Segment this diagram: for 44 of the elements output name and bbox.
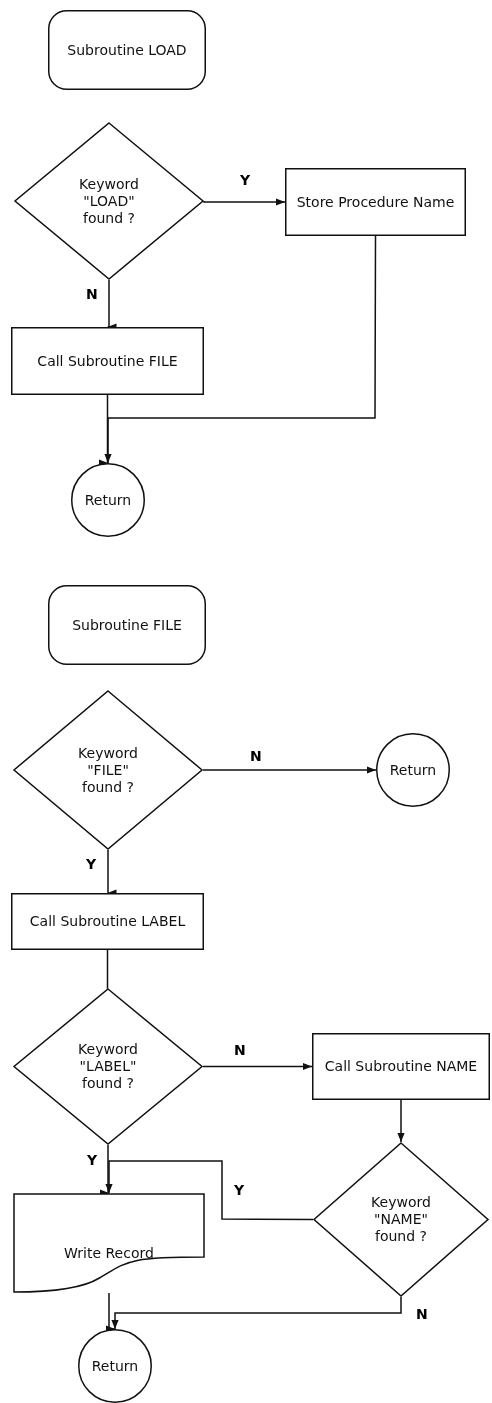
- decision-diamond: [13, 988, 203, 1145]
- arrow: [397, 1099, 405, 1143]
- process-box: [285, 168, 466, 236]
- arrow: [202, 766, 377, 774]
- edge-label: Y: [84, 856, 99, 872]
- node-label: Subroutine LOAD: [67, 41, 187, 59]
- edge-label: Y: [238, 172, 253, 188]
- node-label: Keyword "LOAD" found ?: [78, 175, 140, 227]
- node-label: Keyword "FILE" found ?: [77, 744, 139, 796]
- edge-label: Y: [232, 1182, 247, 1198]
- node-label: Store Procedure Name: [295, 193, 456, 211]
- edge-label: N: [248, 748, 264, 764]
- arrow: [104, 235, 377, 464]
- edge-label: N: [84, 286, 100, 302]
- node-label: Return: [90, 1357, 140, 1375]
- node-label: Return: [388, 761, 438, 779]
- edge-label: N: [414, 1306, 430, 1322]
- node-label: Return: [83, 491, 133, 509]
- return-circle: [78, 1329, 152, 1403]
- decision-diamond: [14, 122, 204, 280]
- decision-diamond: [13, 690, 203, 850]
- node-label: Keyword "NAME" found ?: [370, 1194, 432, 1245]
- edge-label: N: [232, 1042, 248, 1058]
- decision-diamond: [313, 1142, 489, 1297]
- process-box: [11, 327, 204, 395]
- arrow: [105, 1160, 314, 1221]
- edge-label: Y: [85, 1152, 100, 1168]
- node-label: Write Record: [63, 1244, 155, 1262]
- connector-line: [106, 949, 109, 989]
- process-box: [11, 893, 204, 950]
- process-box: [312, 1033, 490, 1100]
- start-terminal: [48, 585, 206, 665]
- return-circle: [71, 463, 145, 537]
- node-label: Subroutine FILE: [71, 616, 183, 634]
- node-label: Call Subroutine NAME: [323, 1058, 479, 1075]
- node-label: Call Subroutine LABEL: [28, 913, 187, 930]
- node-label: Keyword "LABEL" found ?: [77, 1041, 139, 1092]
- arrow: [203, 198, 286, 206]
- arrow: [202, 1062, 313, 1071]
- node-label: Call Subroutine FILE: [36, 352, 179, 370]
- return-circle: [376, 733, 450, 807]
- document-shape: [13, 1193, 205, 1293]
- arrow: [111, 1296, 402, 1330]
- start-terminal: [48, 10, 206, 90]
